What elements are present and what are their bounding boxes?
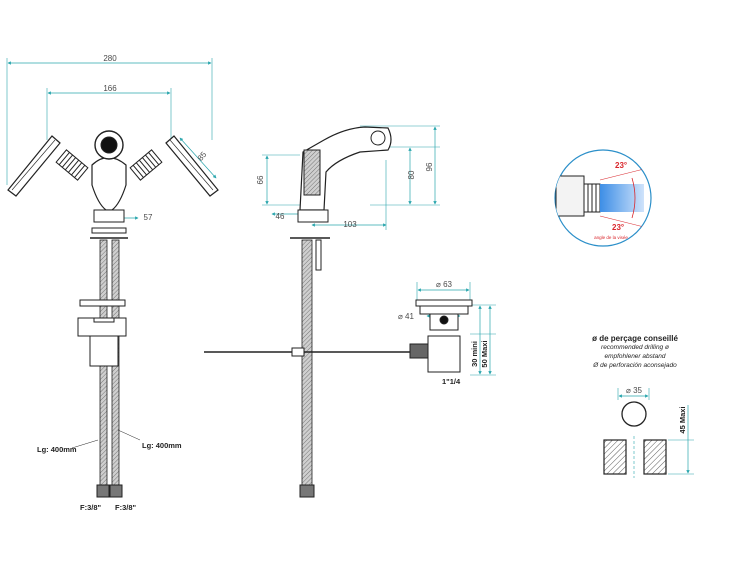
drilling-note-de: empfohlener abstand <box>604 353 666 360</box>
label-103: 103 <box>343 220 357 229</box>
label-waste-min: 30 mini <box>470 341 479 367</box>
detail-angle-top: 23° <box>615 161 627 170</box>
connection-left-label: F:3/8" <box>80 503 102 512</box>
label-max-thickness: 45 Maxi <box>678 406 687 433</box>
drilling-note-title: ø de perçage conseillé <box>592 334 678 343</box>
side-hose <box>301 239 313 486</box>
countertop-left <box>603 439 627 475</box>
drilling-diagram <box>603 388 694 478</box>
right-handle-knurl <box>129 149 163 181</box>
label-280: 280 <box>103 54 117 63</box>
waste-assembly <box>409 282 496 376</box>
water-jet <box>600 184 644 212</box>
aerator-detail <box>554 149 652 247</box>
connector-right <box>109 484 123 498</box>
label-drill-diameter: ⌀ 35 <box>626 386 642 395</box>
side-view <box>204 125 440 498</box>
label-waste-inner: ⌀ 41 <box>398 312 414 321</box>
connection-right-label: F:3/8" <box>115 503 137 512</box>
side-base <box>297 209 329 223</box>
left-handle-knurl <box>55 149 89 181</box>
drilling-note-es: Ø de perforación aconsejado <box>593 362 677 369</box>
drill-hole <box>621 401 647 427</box>
hose-right-label: Lg: 400mm <box>142 441 182 450</box>
left-handle-lever <box>7 135 61 197</box>
connector-left <box>96 484 110 498</box>
countertop-right <box>643 439 667 475</box>
dim-85 <box>179 137 217 179</box>
hose-left-label: Lg: 400mm <box>37 445 77 454</box>
label-166: 166 <box>103 84 117 93</box>
label-80: 80 <box>407 170 416 179</box>
label-waste-max: 50 Maxi <box>480 340 489 367</box>
dim-280 <box>6 58 213 185</box>
waste-flange-front <box>79 299 126 307</box>
base-flange <box>93 209 125 223</box>
label-46: 46 <box>276 212 285 221</box>
drilling-note: ø de perçage conseillé recommended drill… <box>560 334 710 370</box>
label-waste-thread: 1"1/4 <box>442 377 461 386</box>
side-body <box>299 126 392 211</box>
front-view <box>6 58 219 498</box>
waste-body <box>427 335 461 373</box>
waste-flange <box>415 299 473 307</box>
label-85: 85 <box>196 150 209 163</box>
detail-caption: angle de la visée <box>594 235 628 240</box>
label-96: 96 <box>425 162 434 171</box>
side-handle-knurl <box>303 149 321 196</box>
label-66: 66 <box>256 175 265 184</box>
mixer-body <box>91 156 127 211</box>
label-waste-outer: ⌀ 63 <box>436 280 452 289</box>
detail-angle-bottom: 23° <box>612 223 624 232</box>
side-outlet <box>370 130 386 146</box>
dim-166 <box>46 88 172 140</box>
label-57: 57 <box>144 213 153 222</box>
drilling-note-en: recommended drilling ø <box>601 344 669 351</box>
